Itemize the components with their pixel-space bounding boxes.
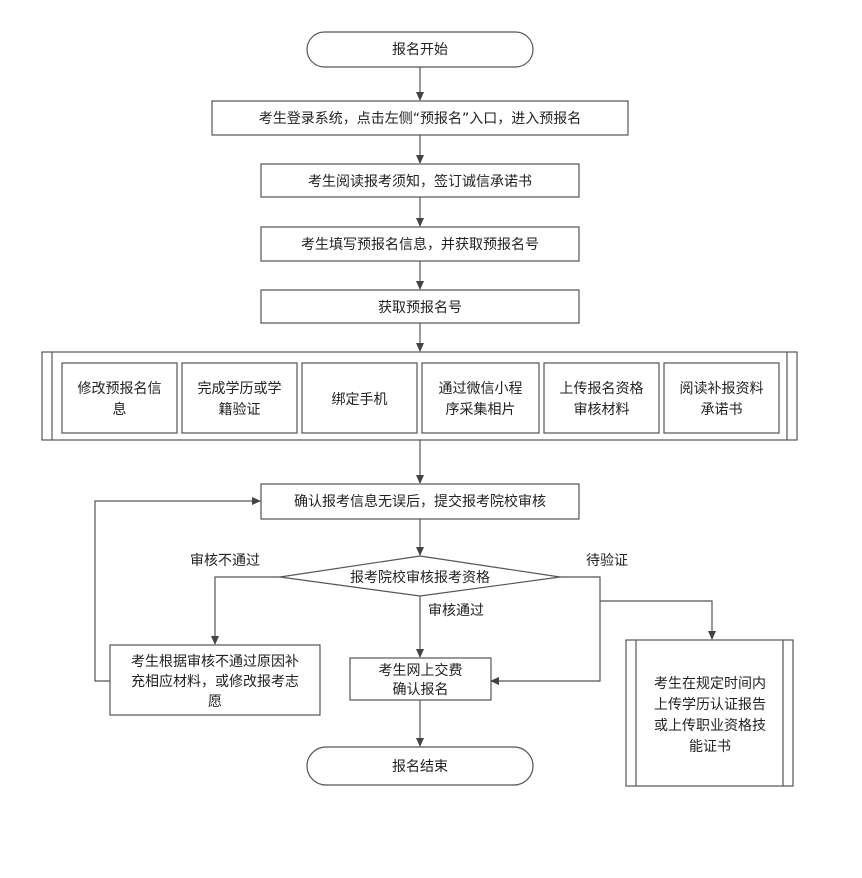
step-read-notice: 考生阅读报考须知，签订诚信承诺书 <box>260 163 580 198</box>
step-login: 考生登录系统，点击左侧“预报名”入口，进入预报名 <box>211 100 629 136</box>
step-get-number: 获取预报名号 <box>260 289 580 324</box>
label-review-failed: 审核不通过 <box>190 553 260 569</box>
decision-review: 报考院校审核报考资格 <box>279 555 561 597</box>
step-confirm-submit-label: 确认报考信息无误后，提交报考院校审核 <box>294 493 546 510</box>
step-online-payment: 考生网上交费 确认报名 <box>349 657 492 701</box>
task-bind-phone-line1: 绑定手机 <box>332 392 388 408</box>
task-read-pledge-line2: 承诺书 <box>701 402 743 418</box>
step-resubmit-line3: 愿 <box>208 694 222 710</box>
step-upload-certificate-line3: 或上传职业资格技 <box>654 718 766 734</box>
arrow-fail-to-confirm <box>94 497 261 682</box>
arrow-decision-to-fail <box>211 576 280 645</box>
task-upload-materials-line1: 上传报名资格 <box>560 381 644 397</box>
label-review-passed: 审核通过 <box>428 603 484 619</box>
step-resubmit-line1: 考生根据审核不通过原因补 <box>131 654 299 670</box>
connectors <box>94 67 716 747</box>
step-upload-certificate-line4: 能证书 <box>689 739 731 755</box>
step-resubmit-line2: 充相应材料，或修改报考志 <box>131 673 299 690</box>
decision-review-label: 报考院校审核报考资格 <box>350 569 490 586</box>
arrow-decision-to-pending <box>600 600 716 640</box>
arrow-pending-to-pay <box>490 576 601 685</box>
task-verify-degree-line2: 籍验证 <box>219 401 261 418</box>
label-pending-verification: 待验证 <box>586 553 628 569</box>
task-verify-degree: 完成学历或学 籍验证 <box>181 362 298 434</box>
step-read-notice-label: 考生阅读报考须知，签订诚信承诺书 <box>308 173 532 190</box>
task-read-pledge: 阅读补报资料 承诺书 <box>663 362 780 434</box>
end-terminator: 报名结束 <box>306 746 534 786</box>
task-wechat-photo: 通过微信小程 序采集相片 <box>421 362 540 434</box>
task-verify-degree-line1: 完成学历或学 <box>198 381 282 397</box>
step-get-number-label: 获取预报名号 <box>378 300 462 316</box>
step-resubmit-materials: 考生根据审核不通过原因补 充相应材料，或修改报考志 愿 <box>109 644 321 716</box>
task-upload-materials-line2: 审核材料 <box>574 402 630 418</box>
step-upload-certificate-line1: 考生在规定时间内 <box>654 676 766 692</box>
task-edit-info-line2: 息 <box>113 401 127 418</box>
start-terminator: 报名开始 <box>306 31 534 68</box>
step-upload-certificate-line2: 上传学历认证报告 <box>654 697 766 713</box>
step-online-payment-line1: 考生网上交费 <box>379 662 463 679</box>
step-fill-info-label: 考生填写预报名信息，并获取预报名号 <box>301 236 539 253</box>
step-fill-info: 考生填写预报名信息，并获取预报名号 <box>260 226 580 262</box>
task-wechat-photo-line1: 通过微信小程 <box>439 381 523 397</box>
step-online-payment-line2: 确认报名 <box>393 682 449 698</box>
task-wechat-photo-line2: 序采集相片 <box>446 401 516 418</box>
task-upload-materials: 上传报名资格 审核材料 <box>543 362 660 434</box>
end-label: 报名结束 <box>392 759 448 775</box>
step-confirm-submit: 确认报考信息无误后，提交报考院校审核 <box>260 483 580 520</box>
start-label: 报名开始 <box>392 42 448 58</box>
step-upload-certificate: 考生在规定时间内 上传学历认证报告 或上传职业资格技 能证书 <box>625 639 794 787</box>
step-login-label: 考生登录系统，点击左侧“预报名”入口，进入预报名 <box>259 111 582 127</box>
task-read-pledge-line1: 阅读补报资料 <box>680 380 764 397</box>
task-bind-phone: 绑定手机 <box>301 362 418 434</box>
task-edit-info: 修改预报名信 息 <box>61 362 178 434</box>
task-edit-info-line1: 修改预报名信 <box>78 381 162 397</box>
